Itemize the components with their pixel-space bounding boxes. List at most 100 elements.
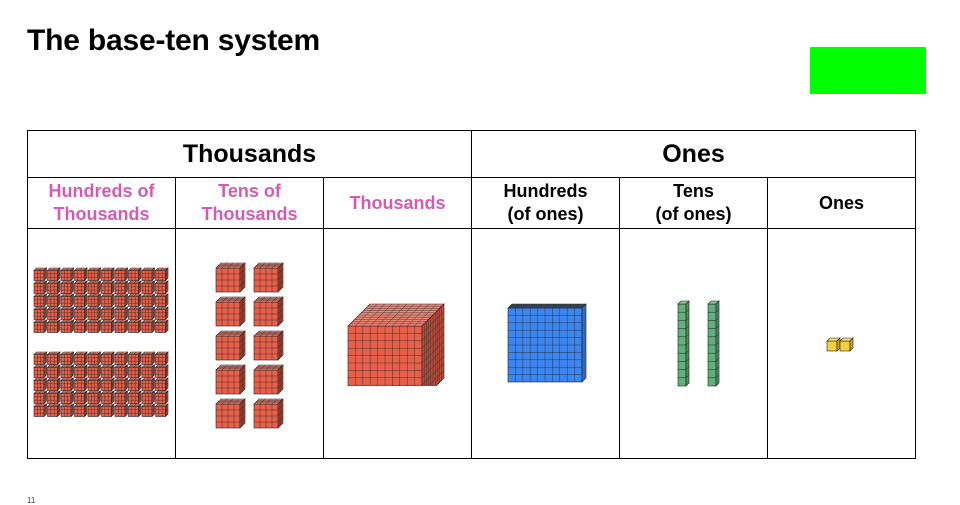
thousand-cube-icon [100, 266, 115, 281]
col-label-line1: Hundreds [503, 181, 588, 201]
thousand-cube-icon [86, 363, 101, 378]
thousand-cube-icon [86, 376, 101, 391]
tens-rods [676, 299, 720, 387]
thousand-cube-icon [140, 389, 155, 404]
thousand-cube-icon [252, 295, 284, 327]
thousand-cube-icon [154, 266, 169, 281]
thousand-cube-icon [32, 279, 47, 294]
thousand-cube-icon [100, 376, 115, 391]
accent-box [810, 47, 926, 94]
thousand-cube-icon [86, 318, 101, 333]
thousand-cube-icon [46, 350, 61, 365]
thousand-cube-icon [46, 279, 61, 294]
col-label-line1: Tens [673, 181, 714, 201]
col-label-line2: (of ones) [655, 204, 732, 224]
thousand-cube-icon [59, 318, 74, 333]
thousand-cube-icon [59, 292, 74, 307]
col-label-line1: Tens of [218, 181, 281, 201]
thousand-cube-icon [46, 389, 61, 404]
thousand-cube-icon [113, 363, 128, 378]
thousand-cube-icon [73, 305, 88, 320]
thousand-cube-icon [100, 292, 115, 307]
thousand-cube-icon [127, 389, 142, 404]
thousand-cube-icon [140, 266, 155, 281]
ones-cubes [825, 336, 854, 352]
thousand-cube-icon [154, 376, 169, 391]
ten-rod-icon [676, 299, 690, 387]
thousand-cube-icon [127, 363, 142, 378]
thousand-cube-icon [73, 363, 88, 378]
cell-ten-thousands [175, 228, 324, 459]
thousand-cube-icon [73, 279, 88, 294]
thousand-cube-icon [346, 302, 445, 386]
col-label-line2: Thousands [201, 204, 298, 224]
thousand-cube-icon [127, 279, 142, 294]
col-label-line2: (of ones) [507, 204, 584, 224]
col-ones: Ones [767, 177, 916, 229]
thousand-cube-icon [252, 329, 284, 361]
thousand-cube-icon [214, 363, 246, 395]
thousands-block [346, 302, 445, 386]
thousand-cube-icon [127, 350, 142, 365]
col-tens-of-thousands: Tens of Thousands [175, 177, 324, 229]
group-ones: Ones [471, 130, 916, 178]
thousand-cube-icon [100, 389, 115, 404]
hundreds-flat [506, 302, 587, 383]
cell-hundreds [471, 228, 620, 459]
thousand-cube-icon [59, 279, 74, 294]
thousand-cube-icon [252, 397, 284, 429]
place-value-table: Thousands Ones Hundreds of Thousands Ten… [27, 130, 916, 459]
cell-thousands [323, 228, 472, 459]
thousand-cube-icon [113, 279, 128, 294]
thousand-cube-icon [59, 363, 74, 378]
thousand-cube-icon [86, 350, 101, 365]
thousand-cube-icon [113, 389, 128, 404]
thousand-cube-icon [32, 389, 47, 404]
thousand-cube-icon [59, 402, 74, 417]
thousand-cube-icon [32, 402, 47, 417]
thousand-cube-icon [32, 292, 47, 307]
thousand-cube-icon [127, 292, 142, 307]
thousand-cube-icon [127, 266, 142, 281]
thousand-cube-icon [154, 389, 169, 404]
thousand-cube-icon [73, 292, 88, 307]
thousand-cube-icon [32, 266, 47, 281]
thousand-cube-icon [86, 266, 101, 281]
col-label-line1: Ones [818, 192, 865, 213]
unit-cube-icon [825, 336, 841, 352]
thousand-cube-icon [127, 376, 142, 391]
thousand-cube-icon [127, 402, 142, 417]
thousand-cube-icon [154, 318, 169, 333]
thousand-cube-icon [140, 363, 155, 378]
slide-title: The base-ten system [27, 24, 320, 57]
thousand-cube-icon [154, 292, 169, 307]
hundred-thousands-blocks [32, 266, 169, 417]
thousand-cube-icon [214, 295, 246, 327]
thousand-cube-icon [73, 318, 88, 333]
thousand-cube-icon [252, 261, 284, 293]
thousand-cube-icon [46, 376, 61, 391]
thousand-cube-icon [59, 389, 74, 404]
ten-thousands-blocks [214, 261, 284, 429]
thousand-cube-icon [154, 279, 169, 294]
thousand-cube-icon [59, 305, 74, 320]
thousand-cube-icon [140, 318, 155, 333]
thousand-cube-icon [32, 305, 47, 320]
thousand-cube-icon [214, 261, 246, 293]
thousand-cube-icon [252, 363, 284, 395]
thousand-cube-icon [59, 266, 74, 281]
thousand-cube-icon [154, 305, 169, 320]
thousand-cube-icon [140, 305, 155, 320]
thousand-cube-icon [73, 266, 88, 281]
thousand-cube-icon [86, 389, 101, 404]
group-header-row: Thousands Ones [27, 130, 916, 178]
col-label-line1: Hundreds of [48, 181, 155, 201]
thousand-cube-icon [73, 402, 88, 417]
thousand-cube-icon [59, 350, 74, 365]
thousand-cube-icon [113, 402, 128, 417]
col-hundreds-of-thousands: Hundreds of Thousands [27, 177, 176, 229]
cell-tens [619, 228, 768, 459]
thousand-cube-icon [154, 350, 169, 365]
column-header-row: Hundreds of Thousands Tens of Thousands … [27, 177, 916, 229]
thousand-cube-icon [46, 402, 61, 417]
